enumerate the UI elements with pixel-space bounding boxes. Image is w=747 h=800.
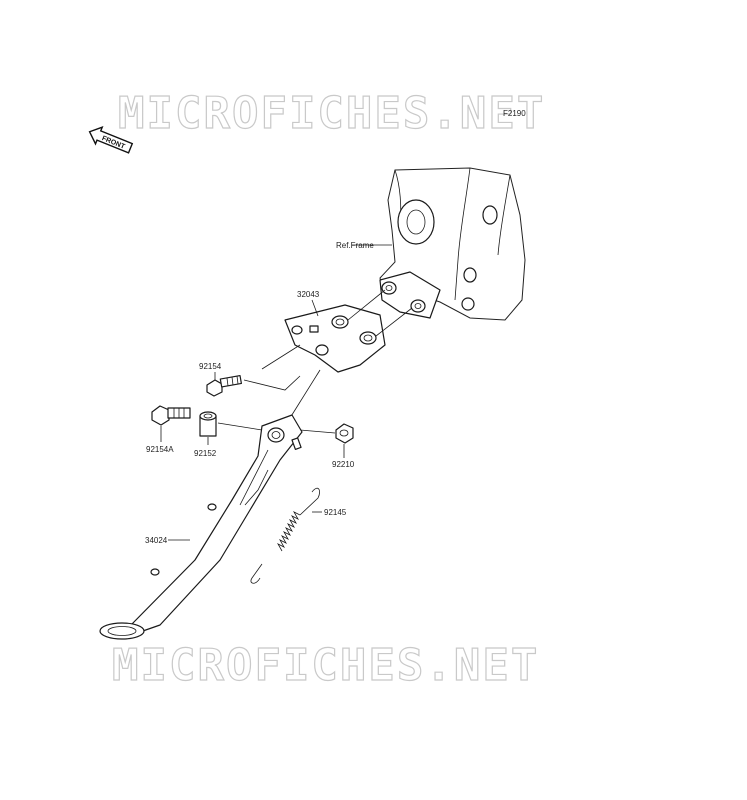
bolt-92154a bbox=[151, 405, 191, 426]
label-bolt-lower: 92154A bbox=[146, 445, 174, 454]
watermark-top: MICROFICHES.NET bbox=[118, 88, 545, 139]
bolt-92154 bbox=[206, 374, 242, 397]
frame-section bbox=[379, 167, 526, 321]
diagram-code: F2190 bbox=[503, 109, 526, 118]
watermark-bottom: MICROFICHES.NET bbox=[112, 640, 539, 691]
collar-92152 bbox=[199, 411, 217, 437]
label-bolt-upper: 92154 bbox=[199, 362, 222, 371]
nut-92210 bbox=[335, 423, 354, 444]
side-stand-34024 bbox=[99, 414, 303, 640]
label-stand: 34024 bbox=[145, 536, 168, 545]
bracket-32043 bbox=[284, 304, 386, 373]
label-ref-frame: Ref.Frame bbox=[336, 241, 374, 250]
label-bracket: 32043 bbox=[297, 290, 320, 299]
label-nut: 92210 bbox=[332, 460, 355, 469]
spring-92145 bbox=[250, 487, 320, 584]
label-spring: 92145 bbox=[324, 508, 347, 517]
label-collar: 92152 bbox=[194, 449, 217, 458]
